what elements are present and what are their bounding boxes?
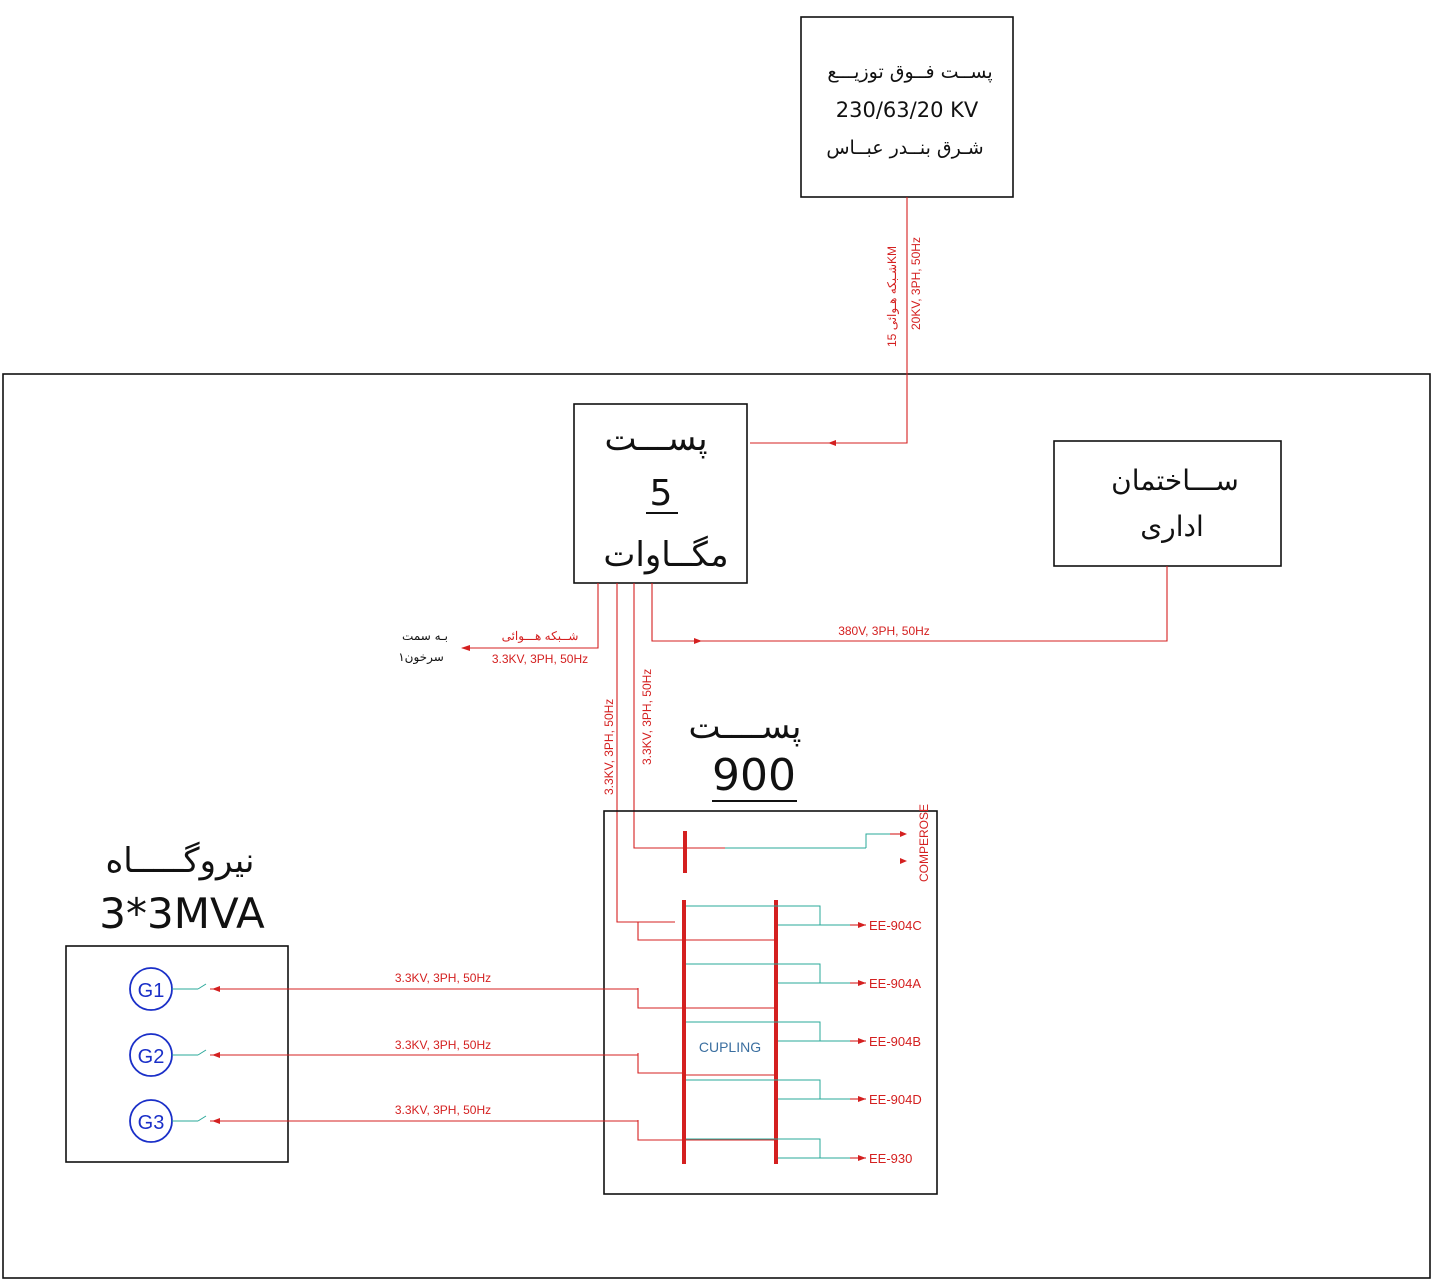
vertical-link-left-label: 3.3KV, 3PH, 50Hz <box>602 699 616 795</box>
upstream-substation-location: شـرق بنــدر عبــاس <box>826 137 983 159</box>
g1-link-arrow <box>212 986 220 992</box>
compressor-arrow-1 <box>900 831 907 837</box>
g3-link-label: 3.3KV, 3PH, 50Hz <box>395 1103 491 1117</box>
substation-5mva-title: پســـت <box>604 419 707 459</box>
g1-link-label: 3.3KV, 3PH, 50Hz <box>395 971 491 985</box>
generator-g2-label: G2 <box>138 1046 165 1068</box>
g2-link-label: 3.3KV, 3PH, 50Hz <box>395 1038 491 1052</box>
feeder-label-4: EE-904D <box>869 1092 922 1107</box>
coupling-label: CUPLING <box>699 1039 761 1055</box>
lv-line-path <box>651 566 1168 642</box>
incomer-g1-branch <box>637 988 682 1009</box>
line-20kv-label-rating: 20KV, 3PH, 50Hz <box>909 237 923 330</box>
substation-5mva-box <box>573 403 748 584</box>
feeder-904a-arrow <box>858 980 866 986</box>
substation-900-name: پســــت <box>688 707 801 747</box>
feeder-904c-arrow <box>858 922 866 928</box>
overhead-line-20kv: شـبکه هـوائی 15KM 20KV, 3PH, 50Hz <box>750 197 923 446</box>
upstream-substation-title: پســت فــوق توزیـــع <box>827 61 992 83</box>
feeder-904b-arrow <box>858 1038 866 1044</box>
sarkhoon-line-label-rating: 3.3KV, 3PH, 50Hz <box>492 652 588 666</box>
power-plant-title: نیروگـــــاه <box>105 841 254 881</box>
incomer-g2-branch <box>637 1053 682 1074</box>
g2-breaker <box>197 1049 207 1056</box>
substation-900-box <box>603 810 938 1195</box>
sarkhoon-destination-line2: سرخون۱ <box>398 650 444 665</box>
feeder-label-2: EE-904A <box>869 976 921 991</box>
outgoing-feeders: EE-904C EE-904A EE-904B EE-904D EE-930 <box>686 905 922 1166</box>
substation-5mva-number: 5 <box>650 473 673 514</box>
generator-g1-label: G1 <box>138 980 165 1002</box>
vertical-link-right-label: 3.3KV, 3PH, 50Hz <box>640 669 654 765</box>
vertical-links: 3.3KV, 3PH, 50Hz 3.3KV, 3PH, 50Hz <box>602 583 675 923</box>
lv-line-arrow <box>694 638 702 644</box>
office-building-title: ســـاختمان <box>1111 464 1239 497</box>
sarkhoon-line-arrow <box>461 645 470 651</box>
power-plant-capacity: 3*3MVA <box>99 889 265 938</box>
line-20kv <box>750 197 908 444</box>
feeder-930-arrow <box>858 1155 866 1161</box>
sarkhoon-destination-line1: بـه سمت <box>402 629 448 643</box>
substation-900-number: 900 <box>712 750 796 801</box>
g3-breaker <box>197 1115 207 1122</box>
feeder-904d-arrow <box>858 1096 866 1102</box>
sarkhoon-line: شــبکه هـــوائی 3.3KV, 3PH, 50Hz بـه سمت… <box>398 583 599 666</box>
upstream-substation-voltage: 230/63/20 KV <box>836 98 979 122</box>
feeder-930-loop <box>686 1138 850 1159</box>
incomer-5mva-lower <box>617 921 682 941</box>
g3-link-arrow <box>212 1118 220 1124</box>
g2-link-arrow <box>212 1052 220 1058</box>
office-building-box <box>1053 440 1282 567</box>
incomer-g3-branch <box>637 1120 682 1141</box>
plant-boundary <box>2 373 1431 1279</box>
feeder-904d-loop <box>686 1079 850 1100</box>
line-20kv-label-length: شـبکه هـوائی 15KM <box>885 246 899 347</box>
line-20kv-arrow <box>828 440 836 446</box>
compressor-feeder: COMPEROSE <box>640 804 931 882</box>
feeder-label-3: EE-904B <box>869 1034 921 1049</box>
substation-5mva: پســـت 5 مگــاوات <box>573 403 748 584</box>
lv-line-label: 380V, 3PH, 50Hz <box>838 624 930 638</box>
generator-g3-label: G3 <box>138 1112 165 1134</box>
feeder-label-5: EE-930 <box>869 1151 912 1166</box>
feeder-904a-loop <box>686 963 850 984</box>
feeder-904c-loop <box>686 905 850 926</box>
incomer-breakers <box>617 921 682 1141</box>
g1-breaker <box>197 983 207 990</box>
sarkhoon-line-path <box>462 583 599 649</box>
substation-5mva-capacity: مگــاوات <box>603 535 728 575</box>
compressor-split <box>865 833 890 848</box>
coupling-ties: CUPLING <box>686 939 774 1141</box>
compressor-label: COMPEROSE <box>917 804 931 882</box>
office-building: ســـاختمان اداری <box>1053 440 1282 567</box>
lv-line: 380V, 3PH, 50Hz <box>651 566 1168 644</box>
generator-links: 3.3KV, 3PH, 50Hz 3.3KV, 3PH, 50Hz 3.3KV,… <box>210 971 638 1124</box>
power-plant: نیروگـــــاه 3*3MVA G1 G2 G3 <box>65 841 289 1163</box>
compressor-arrow-2 <box>900 858 907 864</box>
feeder-label-1: EE-904C <box>869 918 922 933</box>
upstream-substation: پســت فــوق توزیـــع 230/63/20 KV شـرق ب… <box>800 16 1014 198</box>
office-building-subtitle: اداری <box>1140 510 1203 543</box>
power-plant-box <box>65 945 289 1163</box>
sarkhoon-line-label-type: شــبکه هـــوائی <box>502 629 579 643</box>
substation-900-title: پســــت 900 <box>688 707 802 802</box>
